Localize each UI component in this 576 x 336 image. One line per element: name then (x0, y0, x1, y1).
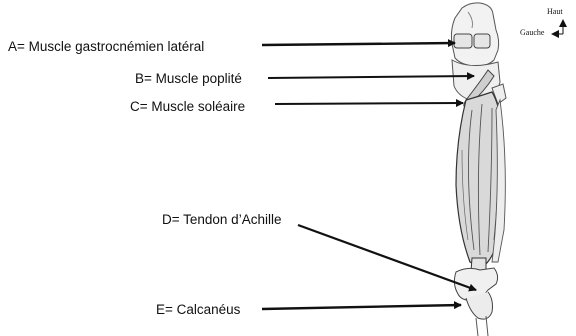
arrow-a (262, 43, 455, 45)
knee-bone-illustration (451, 3, 498, 66)
arrow-b (268, 76, 474, 78)
calcaneus-bone-illustration (454, 268, 497, 336)
orientation-arrows-icon (552, 20, 563, 34)
arrow-c (275, 103, 463, 104)
arrow-e (262, 305, 461, 309)
pointer-arrows (262, 43, 476, 309)
arrow-d (298, 225, 476, 290)
